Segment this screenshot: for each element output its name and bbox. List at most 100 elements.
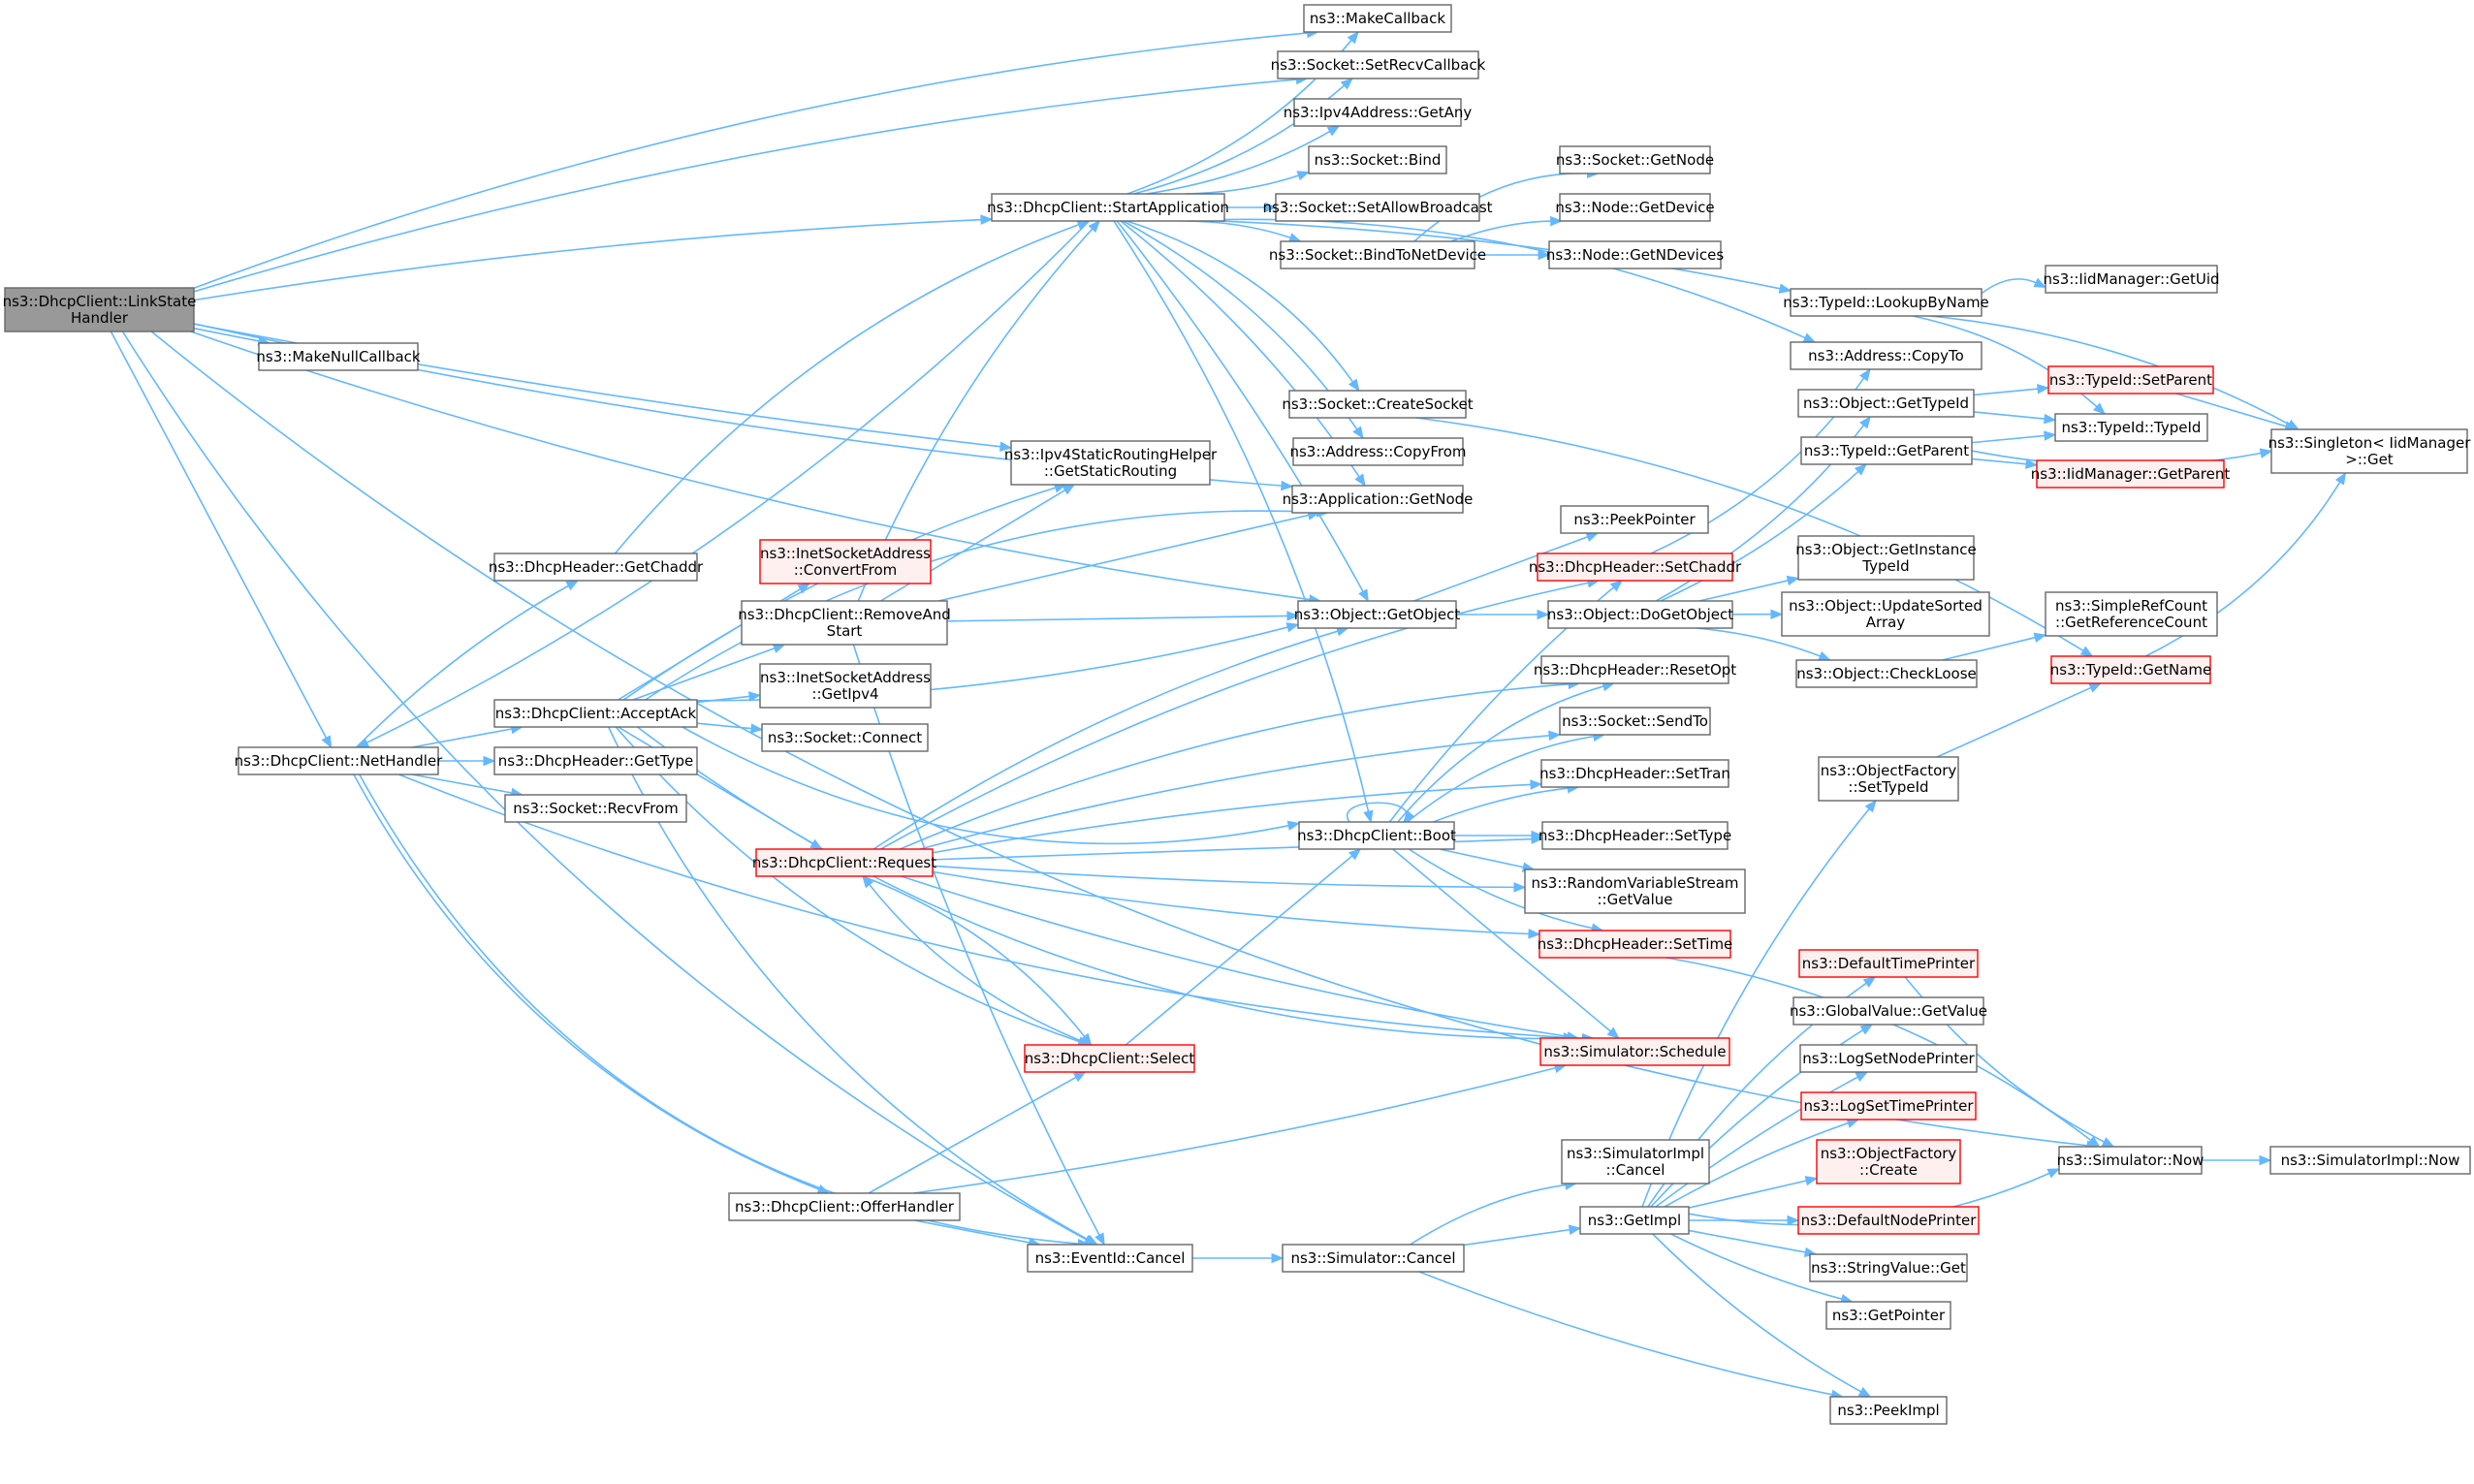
node-convertfrom[interactable]: ns3::InetSocketAddress::ConvertFrom [759,539,932,584]
node-select[interactable]: ns3::DhcpClient::Select [1024,1044,1195,1073]
node-acceptack[interactable]: ns3::DhcpClient::AcceptAck [493,699,698,728]
node-getipv4[interactable]: ns3::InetSocketAddress::GetIpv4 [759,663,932,709]
node-box [1292,437,1464,466]
node-box [1579,1206,1690,1235]
node-logsetnodeprinter[interactable]: ns3::LogSetNodePrinter [1799,1044,1978,1073]
node-makenullcallback[interactable]: ns3::MakeNullCallback [256,342,421,371]
node-iidgetuid[interactable]: ns3::IidManager::GetUid [2043,265,2220,294]
node-box [1288,390,1467,419]
node-setrecvcallback[interactable]: ns3::Socket::SetRecvCallback [1271,50,1486,79]
node-peekpointer[interactable]: ns3::PeekPointer [1560,505,1709,534]
node-label: TypeId [1861,557,1909,575]
edge-getobject-to-peekpointer [1413,532,1600,602]
node-socketbind[interactable]: ns3::Socket::Bind [1308,145,1447,174]
node-label: ns3::LogSetNodePrinter [1802,1050,1975,1067]
node-label: ns3::ObjectFactory [1821,1145,1957,1162]
node-resetopt[interactable]: ns3::DhcpHeader::ResetOpt [1534,655,1736,684]
node-objfactorysettypeid[interactable]: ns3::ObjectFactory::SetTypeId [1818,756,1959,802]
node-nodegetdevice[interactable]: ns3::Node::GetDevice [1555,193,1715,222]
node-simulatornow[interactable]: ns3::Simulator::Now [2057,1146,2204,1175]
node-eventidcancel[interactable]: ns3::EventId::Cancel [1027,1244,1193,1273]
node-logsettimeprinter[interactable]: ns3::LogSetTimePrinter [1800,1091,1977,1121]
node-startapp[interactable]: ns3::DhcpClient::StartApplication [987,193,1229,222]
node-label: ns3::Socket::CreateSocket [1282,395,1473,413]
node-label: ns3::IidManager::GetParent [2031,465,2231,483]
node-socketconnect[interactable]: ns3::Socket::Connect [761,723,929,752]
node-label: ns3::DhcpHeader::SetTran [1539,765,1730,782]
edge-typeidsetparent-to-singletonget [2175,393,2298,431]
node-typeidsetparent[interactable]: ns3::TypeId::SetParent [2047,365,2214,395]
node-simimplnow[interactable]: ns3::SimulatorImpl::Now [2269,1146,2471,1175]
node-typeidgetname[interactable]: ns3::TypeId::GetName [2050,655,2211,684]
node-label: ns3::GetPointer [1832,1307,1946,1324]
node-getchaddr[interactable]: ns3::DhcpHeader::GetChaddr [489,553,704,582]
node-addresscopyfrom[interactable]: ns3::Address::CopyFrom [1289,437,1467,466]
node-offerhandler[interactable]: ns3::DhcpClient::OfferHandler [728,1192,961,1221]
edge-getimpl-to-logsettimeprinter [1664,1118,1860,1208]
node-globalvaluegetvalue[interactable]: ns3::GlobalValue::GetValue [1790,996,1987,1026]
node-iidgetparent[interactable]: ns3::IidManager::GetParent [2031,459,2231,489]
node-box [1795,659,1978,688]
node-sendto[interactable]: ns3::Socket::SendTo [1559,707,1711,736]
node-dogetobject[interactable]: ns3::Object::DoGetObject [1547,600,1733,629]
node-label: ns3::Socket::GetNode [1556,151,1714,169]
node-label: ns3::LogSetTimePrinter [1803,1097,1974,1115]
node-boot[interactable]: ns3::DhcpClient::Boot [1297,821,1456,850]
node-nodegetndevices[interactable]: ns3::Node::GetNDevices [1546,240,1724,269]
node-lookupbyname[interactable]: ns3::TypeId::LookupByName [1783,288,1989,317]
node-simulatorcancel[interactable]: ns3::Simulator::Cancel [1282,1244,1465,1273]
node-settran[interactable]: ns3::DhcpHeader::SetTran [1539,759,1730,788]
node-ipv4getany[interactable]: ns3::Ipv4Address::GetAny [1284,98,1473,127]
node-objfactorycreate[interactable]: ns3::ObjectFactory::Create [1816,1139,1961,1184]
node-singletonget[interactable]: ns3::Singleton< IidManager>::Get [2268,428,2472,474]
node-getreferencecount[interactable]: ns3::SimpleRefCount::GetReferenceCount [2045,591,2218,637]
node-settype[interactable]: ns3::DhcpHeader::SetType [1538,821,1731,850]
edge-typeidgetname-to-singletonget [2144,471,2347,657]
node-defaultnodeprinter[interactable]: ns3::DefaultNodePrinter [1797,1206,1980,1235]
node-getstaticrouting[interactable]: ns3::Ipv4StaticRoutingHelper::GetStaticR… [1004,440,1218,486]
node-label: ::GetStaticRouting [1044,462,1177,480]
node-label: ns3::Simulator::Now [2057,1152,2204,1169]
node-label: ::GetValue [1597,891,1672,908]
node-box [1291,485,1464,514]
node-appgetnode[interactable]: ns3::Application::GetNode [1283,485,1474,514]
node-objgettypeid[interactable]: ns3::Object::GetTypeId [1797,389,1975,418]
node-createsocket[interactable]: ns3::Socket::CreateSocket [1282,390,1474,419]
node-bindtonetdevice[interactable]: ns3::Socket::BindToNetDevice [1269,240,1486,269]
node-typeidtypeid[interactable]: ns3::TypeId::TypeId [2054,413,2208,442]
node-addresscopyto[interactable]: ns3::Address::CopyTo [1790,341,1982,370]
node-settime[interactable]: ns3::DhcpHeader::SetTime [1538,930,1733,959]
node-getobject[interactable]: ns3::Object::GetObject [1294,600,1461,629]
node-nethandler[interactable]: ns3::DhcpClient::NetHandler [235,746,444,775]
node-recvfrom[interactable]: ns3::Socket::RecvFrom [504,794,687,823]
edge-getobject-to-dogetobject [1456,609,1550,620]
node-simimplcancel[interactable]: ns3::SimulatorImpl::Cancel [1561,1139,1710,1184]
node-typeidgetparent[interactable]: ns3::TypeId::GetParent [1800,436,1973,465]
node-getimpl[interactable]: ns3::GetImpl [1579,1206,1690,1235]
edge-removeandstart-to-getobject [946,611,1300,622]
node-setchaddr[interactable]: ns3::DhcpHeader::SetChaddr [1529,553,1742,582]
node-checkloose[interactable]: ns3::Object::CheckLoose [1795,659,1978,688]
node-getpointer[interactable]: ns3::GetPointer [1825,1301,1951,1330]
node-defaulttimeprinter[interactable]: ns3::DefaultTimePrinter [1798,949,1979,978]
node-label: ns3::SimpleRefCount [2055,597,2207,615]
node-box [741,600,948,646]
node-request[interactable]: ns3::DhcpClient::Request [752,848,936,877]
node-stringvalueget[interactable]: ns3::StringValue::Get [1809,1253,1968,1282]
node-makecallback[interactable]: ns3::MakeCallback [1303,4,1452,33]
edge-startapp-to-setallowbroadcast [1224,202,1278,213]
node-schedule[interactable]: ns3::Simulator::Schedule [1539,1037,1730,1066]
edge-eventidcancel-to-simulatorcancel [1192,1252,1285,1264]
node-gettype[interactable]: ns3::DhcpHeader::GetType [493,746,698,775]
node-box [1297,600,1457,629]
node-box [1293,98,1462,127]
node-label: ns3::Node::GetNDevices [1546,246,1724,264]
node-socketgetnode[interactable]: ns3::Socket::GetNode [1556,145,1714,174]
node-peekimpl[interactable]: ns3::PeekImpl [1829,1396,1948,1425]
node-rvsgetvalue[interactable]: ns3::RandomVariableStream::GetValue [1524,868,1746,914]
node-setallowbroadcast[interactable]: ns3::Socket::SetAllowBroadcast [1262,193,1493,222]
